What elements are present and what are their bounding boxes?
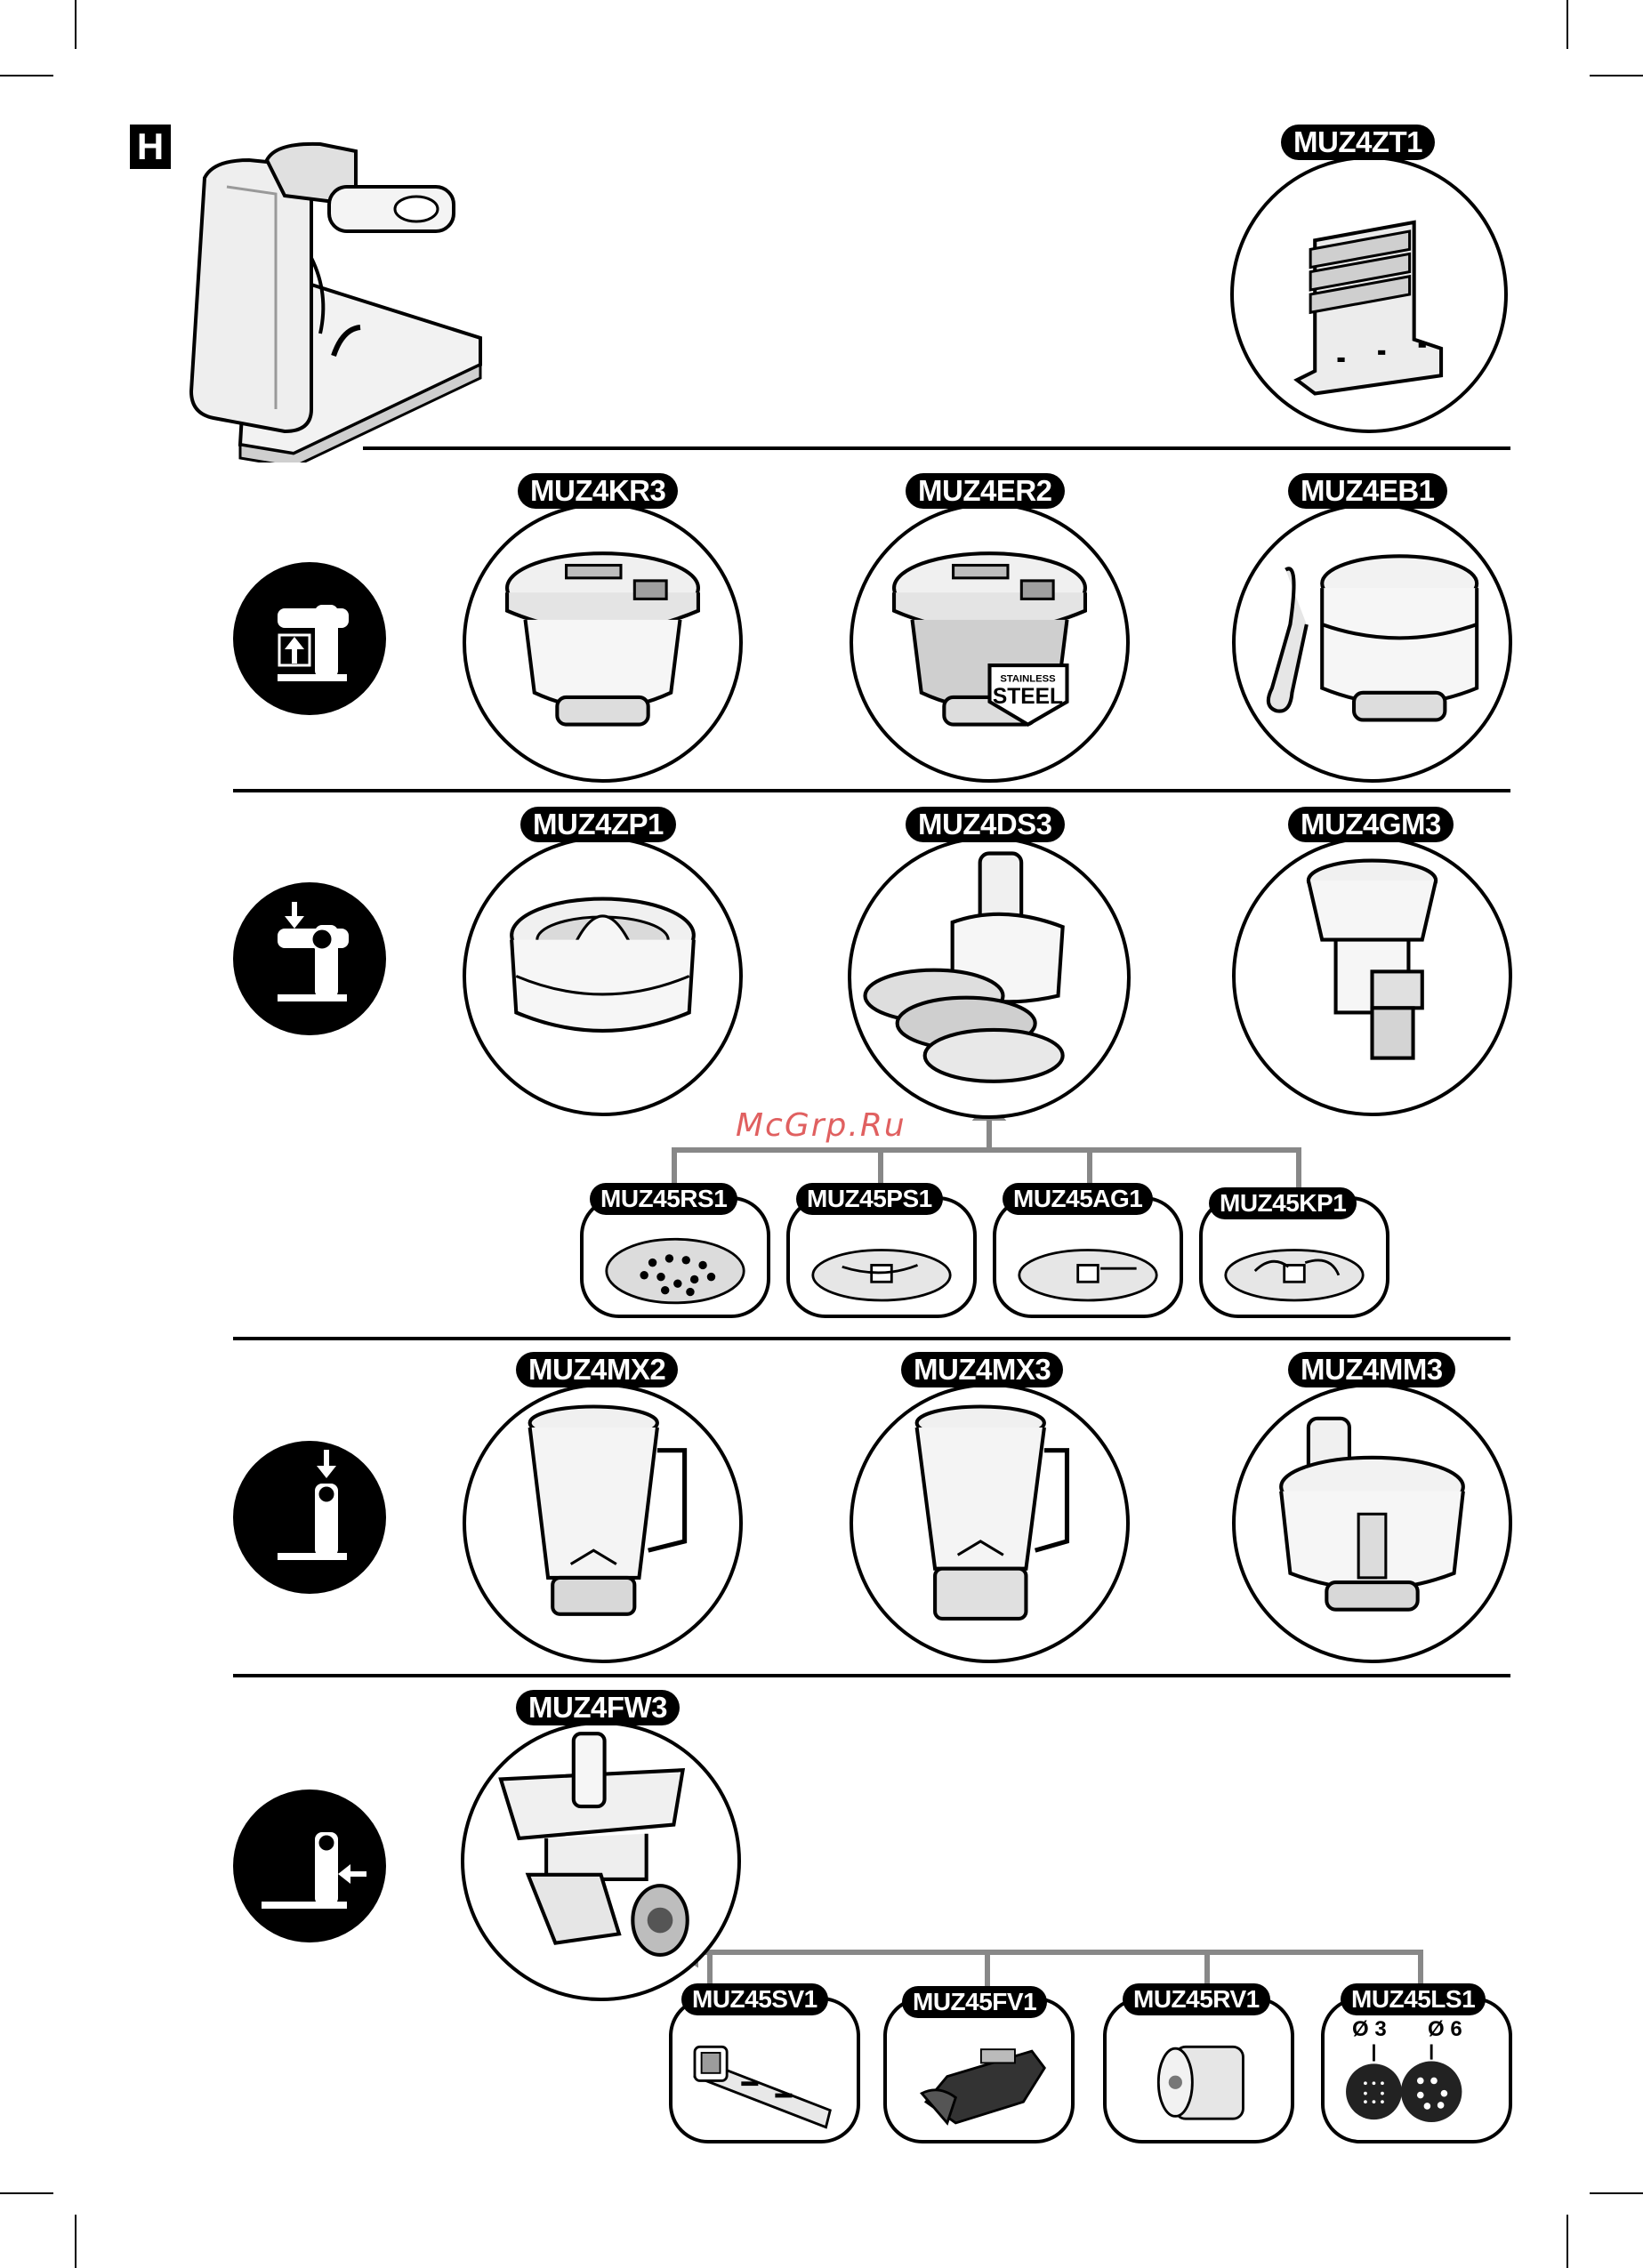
- steel-blender-icon: [853, 1387, 1126, 1660]
- section-divider: [233, 1337, 1510, 1340]
- sausage-attachment-icon: [673, 2000, 857, 2140]
- crop-mark: [1590, 75, 1643, 76]
- accessory-muz4mx2-circle: [463, 1383, 743, 1663]
- accessory-muz45rv1-box: [1103, 1997, 1294, 2143]
- accessory-label-muz45rs1: MUZ45RS1: [590, 1183, 737, 1215]
- watermark: McGrp.Ru: [736, 1107, 906, 1144]
- section-divider: [233, 1674, 1510, 1677]
- accessory-label-muz4mx3: MUZ4MX3: [901, 1352, 1063, 1387]
- citrus-press-bowl-icon: [466, 506, 739, 779]
- front-drive-icon: [233, 1789, 386, 1942]
- accessory-label-muz4ds3: MUZ4DS3: [906, 807, 1065, 842]
- accessory-label-muz4er2: MUZ4ER2: [906, 473, 1065, 509]
- accessory-label-muz45ls1: MUZ45LS1: [1341, 1983, 1486, 2015]
- citrus-juicer-icon: [466, 840, 739, 1113]
- continuous-shredder-icon: [851, 840, 1127, 1115]
- crop-mark: [1566, 0, 1568, 49]
- potato-fritter-disc-icon: [790, 1200, 973, 1315]
- accessory-label-muz4zp1: MUZ4ZP1: [520, 807, 676, 842]
- top-drive-down-icon: [233, 882, 386, 1035]
- grain-mill-icon: [1236, 840, 1509, 1113]
- crop-mark: [0, 2192, 53, 2194]
- accessory-muz4mx3-circle: [850, 1383, 1130, 1663]
- accessory-muz4mm3-circle: [1232, 1383, 1512, 1663]
- crop-mark: [1590, 2192, 1643, 2194]
- asian-vegetable-disc-icon: [996, 1200, 1180, 1315]
- accessory-muz45ls1-box: [1321, 1997, 1512, 2143]
- accessory-label-muz4mm3: MUZ4MM3: [1288, 1352, 1455, 1387]
- recipe-holder-icon: [1234, 159, 1504, 430]
- crop-mark: [75, 2215, 77, 2268]
- glass-blender-icon: [466, 1387, 739, 1660]
- accessory-label-muz4zt1: MUZ4ZT1: [1281, 125, 1435, 160]
- accessory-muz45fv1-box: [883, 1997, 1075, 2143]
- accessory-label-muz45fv1: MUZ45FV1: [902, 1986, 1047, 2018]
- accessory-muz4er2-circle: STAINLESS STEEL: [850, 503, 1130, 783]
- crop-mark: [0, 75, 53, 76]
- accessory-muz45sv1-box: [669, 1997, 860, 2143]
- berry-press-icon: [887, 2000, 1071, 2140]
- mini-chopper-bowl-icon: [1236, 506, 1509, 779]
- crop-mark: [1566, 2215, 1568, 2268]
- accessory-label-muz45rv1: MUZ45RV1: [1123, 1983, 1270, 2015]
- section-divider: [363, 446, 1510, 450]
- grating-disc-icon: [584, 1200, 767, 1315]
- rear-drive-up-icon: [233, 562, 386, 715]
- stainless-bowl-icon: STAINLESS STEEL: [853, 506, 1126, 779]
- accessory-muz4ds3-circle: [848, 836, 1131, 1119]
- disc-size-large: Ø 6: [1428, 2017, 1462, 2042]
- accessory-label-muz4fw3: MUZ4FW3: [516, 1690, 680, 1725]
- accessory-label-muz45ps1: MUZ45PS1: [796, 1183, 943, 1215]
- accessory-label-muz45kp1: MUZ45KP1: [1209, 1187, 1357, 1219]
- accessory-muz4kr3-circle: [463, 503, 743, 783]
- accessory-label-muz4mx2: MUZ4MX2: [516, 1352, 678, 1387]
- stainless-line1: STAINLESS: [1000, 674, 1056, 685]
- section-letter: H: [130, 125, 171, 169]
- grater-drum-icon: [1107, 2000, 1291, 2140]
- crop-mark: [75, 0, 77, 49]
- accessory-muz4eb1-circle: [1232, 503, 1512, 783]
- blender-drive-icon: [233, 1441, 386, 1594]
- multi-mixer-icon: [1236, 1387, 1509, 1660]
- accessory-label-muz45sv1: MUZ45SV1: [681, 1983, 828, 2015]
- accessory-label-muz4kr3: MUZ4KR3: [518, 473, 678, 509]
- meat-mincer-icon: [464, 1725, 737, 1998]
- section-divider: [233, 789, 1510, 792]
- accessory-muz4fw3-circle: [461, 1721, 741, 2001]
- accessory-label-muz4eb1: MUZ4EB1: [1288, 473, 1447, 509]
- accessory-label-muz4gm3: MUZ4GM3: [1288, 807, 1454, 842]
- accessory-muz4zt1-circle: [1230, 156, 1508, 433]
- accessory-muz4zp1-circle: [463, 836, 743, 1116]
- accessory-label-muz45ag1: MUZ45AG1: [1003, 1183, 1153, 1215]
- stainless-line2: STEEL: [993, 685, 1063, 709]
- accessory-muz4gm3-circle: [1232, 836, 1512, 1116]
- stand-illustration: [178, 125, 498, 462]
- disc-size-small: Ø 3: [1352, 2017, 1387, 2042]
